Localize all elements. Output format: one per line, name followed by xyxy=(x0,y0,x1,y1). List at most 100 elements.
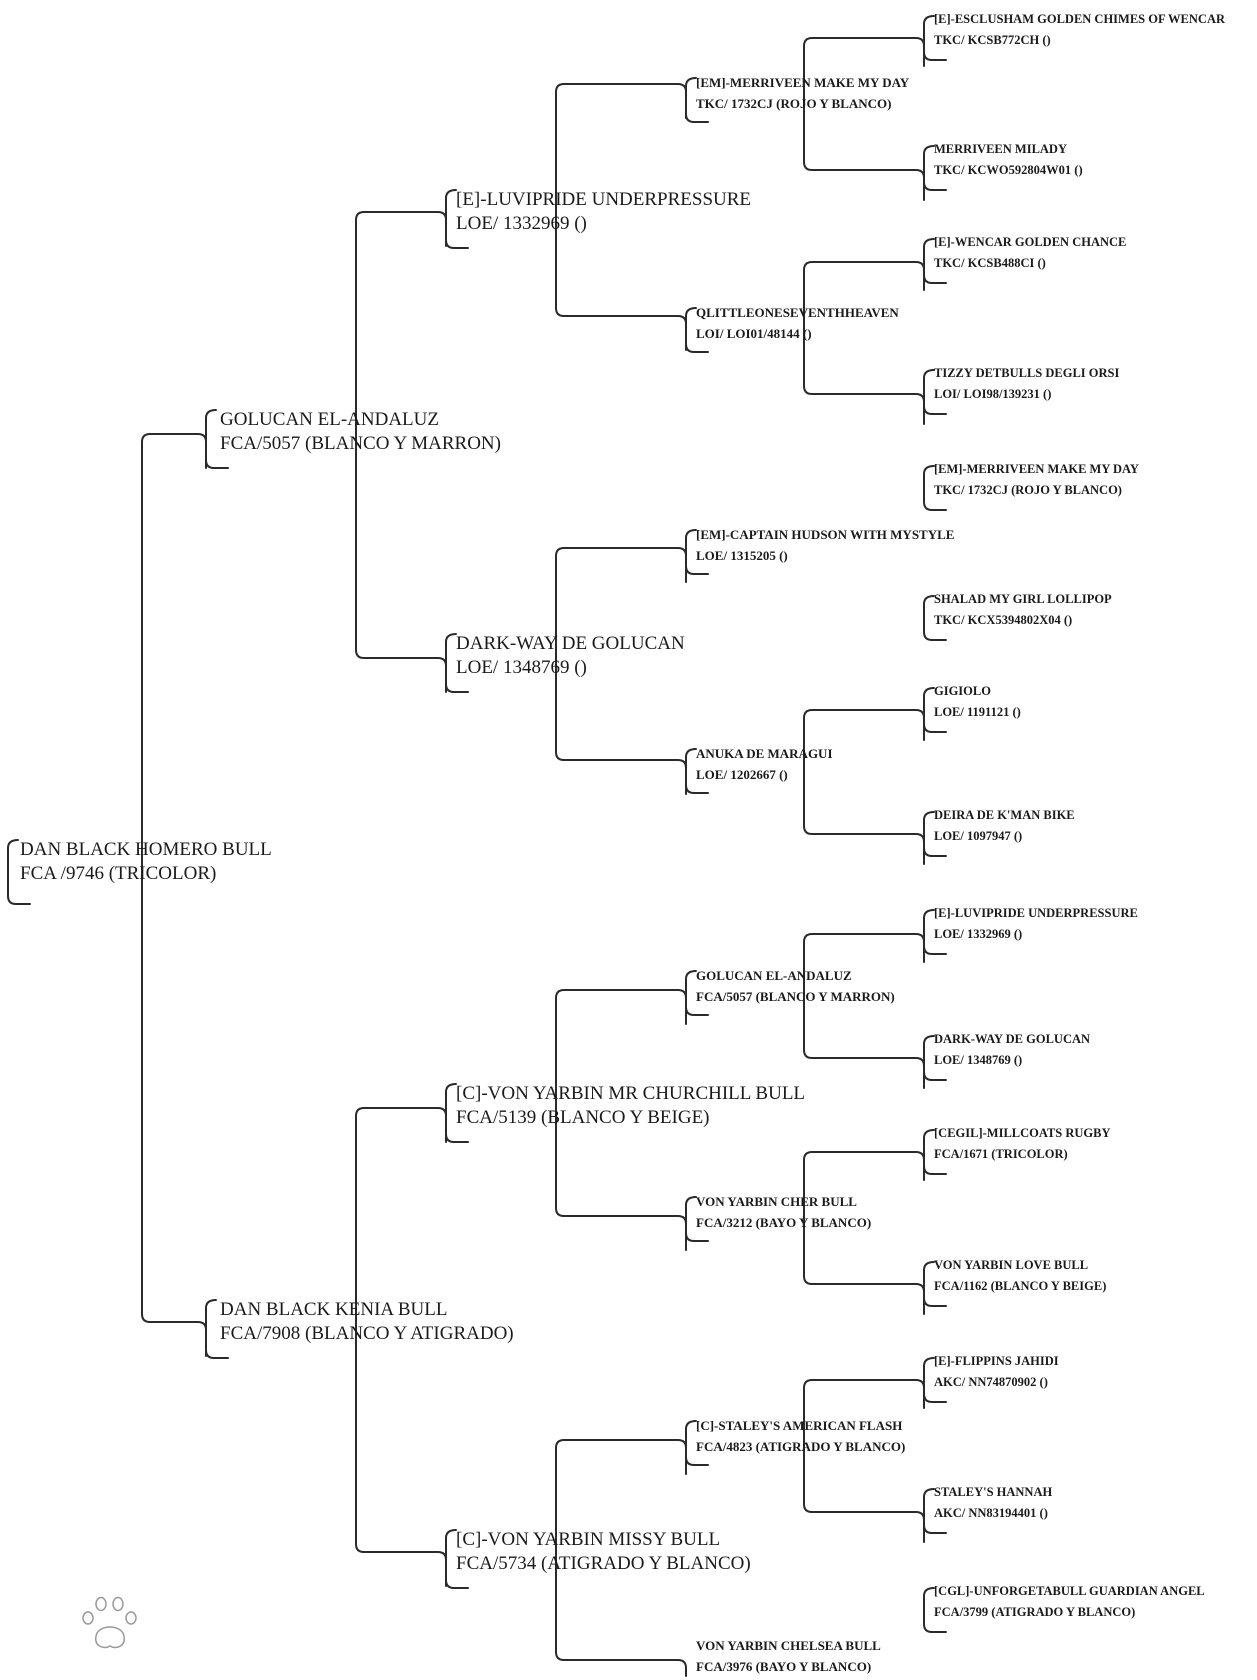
great-grandparent-registration: LOE/ 1202667 () xyxy=(696,767,788,783)
ancestor-registration: TKC/ KCSB772CH () xyxy=(934,32,1051,47)
ancestor-registration: LOE/ 1191121 () xyxy=(934,704,1021,719)
ancestor-name: VON YARBIN LOVE BULL xyxy=(934,1258,1089,1272)
ancestor-registration: TKC/ KCWO592804W01 () xyxy=(934,162,1083,177)
node-frame xyxy=(685,1420,709,1466)
ancestor-name: [EM]-MERRIVEEN MAKE MY DAY xyxy=(934,462,1139,476)
connector-dam xyxy=(355,1107,447,1587)
node-frame xyxy=(685,307,709,353)
connector-ggp1 xyxy=(803,37,925,201)
dam-name: DAN BLACK KENIA BULL xyxy=(220,1299,448,1320)
great-grandparent-name: ANUKA DE MARAGUI xyxy=(696,746,833,761)
subject-dog: DAN BLACK HOMERO BULL FCA /9746 (TRICOLO… xyxy=(20,838,272,886)
ancestor-12: VON YARBIN LOVE BULL FCA/1162 (BLANCO Y … xyxy=(934,1258,1106,1294)
node-frame xyxy=(923,687,947,733)
ancestor-name: DEIRA DE K'MAN BIKE xyxy=(934,808,1075,822)
grandparent-name: DARK-WAY DE GOLUCAN xyxy=(456,633,685,654)
ancestor-1: [E]-ESCLUSHAM GOLDEN CHIMES OF WENCAR TK… xyxy=(934,12,1225,48)
dam-dog: DAN BLACK KENIA BULL FCA/7908 (BLANCO Y … xyxy=(220,1298,514,1346)
ancestor-registration: TKC/ KCSB488CI () xyxy=(934,255,1046,270)
ancestor-registration: FCA/3799 (ATIGRADO Y BLANCO) xyxy=(934,1604,1136,1619)
grandparent-1: [E]-LUVIPRIDE UNDERPRESSURE LOE/ 1332969… xyxy=(456,188,751,236)
dam-registration: FCA/7908 (BLANCO Y ATIGRADO) xyxy=(220,1322,514,1344)
ancestor-name: MERRIVEEN MILADY xyxy=(934,142,1067,156)
great-grandparent-registration: FCA/5057 (BLANCO Y MARRON) xyxy=(696,989,895,1005)
sire-name: GOLUCAN EL-ANDALUZ xyxy=(220,409,439,430)
grandparent-name: [C]-VON YARBIN MR CHURCHILL BULL xyxy=(456,1083,806,1104)
grandparent-registration: FCA/5734 (ATIGRADO Y BLANCO) xyxy=(456,1552,751,1574)
node-frame xyxy=(445,633,469,693)
ancestor-registration: TKC/ KCX5394802X04 () xyxy=(934,612,1073,627)
ancestor-11: [CEGIL]-MILLCOATS RUGBY FCA/1671 (TRICOL… xyxy=(934,1126,1111,1162)
great-grandparent-registration: FCA/3212 (BAYO Y BLANCO) xyxy=(696,1215,872,1231)
node-frame xyxy=(7,839,31,905)
ancestor-registration: LOE/ 1097947 () xyxy=(934,828,1023,843)
ancestor-6: SHALAD MY GIRL LOLLIPOP TKC/ KCX5394802X… xyxy=(934,592,1112,628)
great-grandparent-registration: TKC/ 1732CJ (ROJO Y BLANCO) xyxy=(696,96,892,112)
node-frame xyxy=(685,970,709,1016)
node-frame xyxy=(923,909,947,955)
node-frame xyxy=(685,1196,709,1242)
ancestor-registration: AKC/ NN83194401 () xyxy=(934,1505,1048,1520)
ancestor-name: STALEY'S HANNAH xyxy=(934,1485,1053,1499)
node-frame xyxy=(685,529,709,575)
ancestor-14: STALEY'S HANNAH AKC/ NN83194401 () xyxy=(934,1485,1052,1521)
node-frame xyxy=(923,369,947,415)
ancestor-registration: FCA/1671 (TRICOLOR) xyxy=(934,1146,1068,1161)
great-grandparent-registration: FCA/4823 (ATIGRADO Y BLANCO) xyxy=(696,1439,906,1455)
node-frame xyxy=(923,15,947,61)
ancestor-15: [CGL]-UNFORGETABULL GUARDIAN ANGEL FCA/3… xyxy=(934,1584,1205,1620)
ancestor-name: [CEGIL]-MILLCOATS RUGBY xyxy=(934,1126,1111,1140)
node-frame xyxy=(923,238,947,284)
great-grandparent-name: [EM]-CAPTAIN HUDSON WITH MYSTYLE xyxy=(696,527,955,542)
node-frame xyxy=(923,1357,947,1403)
ancestor-name: [E]-FLIPPINS JAHIDI xyxy=(934,1354,1059,1368)
connector-ggp4 xyxy=(803,709,925,865)
great-grandparent-3: [EM]-CAPTAIN HUDSON WITH MYSTYLE LOE/ 13… xyxy=(696,527,954,565)
ancestor-3: [E]-WENCAR GOLDEN CHANCE TKC/ KCSB488CI … xyxy=(934,235,1126,271)
node-frame xyxy=(685,748,709,794)
connector-ggp6 xyxy=(803,1151,925,1315)
node-frame xyxy=(923,1488,947,1534)
great-grandparent-1: [EM]-MERRIVEEN MAKE MY DAY TKC/ 1732CJ (… xyxy=(696,75,909,113)
sire-dog: GOLUCAN EL-ANDALUZ FCA/5057 (BLANCO Y MA… xyxy=(220,408,501,456)
paw-print-icon xyxy=(82,1596,137,1649)
ancestor-name: DARK-WAY DE GOLUCAN xyxy=(934,1032,1091,1046)
ancestor-10: DARK-WAY DE GOLUCAN LOE/ 1348769 () xyxy=(934,1032,1090,1068)
ancestor-name: TIZZY DETBULLS DEGLI ORSI xyxy=(934,366,1120,380)
grandparent-name: [E]-LUVIPRIDE UNDERPRESSURE xyxy=(456,189,752,210)
grandparent-2: DARK-WAY DE GOLUCAN LOE/ 1348769 () xyxy=(456,632,685,680)
node-frame xyxy=(923,465,947,511)
ancestor-registration: LOE/ 1332969 () xyxy=(934,926,1023,941)
connector-subject xyxy=(141,433,207,1357)
great-grandparent-7: [C]-STALEY'S AMERICAN FLASH FCA/4823 (AT… xyxy=(696,1418,905,1456)
sire-registration: FCA/5057 (BLANCO Y MARRON) xyxy=(220,432,501,454)
ancestor-name: [CGL]-UNFORGETABULL GUARDIAN ANGEL xyxy=(934,1584,1205,1598)
subject-registration: FCA /9746 (TRICOLOR) xyxy=(20,862,217,884)
great-grandparent-6: VON YARBIN CHER BULL FCA/3212 (BAYO Y BL… xyxy=(696,1194,871,1232)
grandparent-4: [C]-VON YARBIN MISSY BULL FCA/5734 (ATIG… xyxy=(456,1528,751,1576)
node-frame xyxy=(923,1587,947,1633)
node-frame xyxy=(923,595,947,641)
ancestor-name: [E]-LUVIPRIDE UNDERPRESSURE xyxy=(934,906,1138,920)
ancestor-8: DEIRA DE K'MAN BIKE LOE/ 1097947 () xyxy=(934,808,1075,844)
connector-ggp5 xyxy=(803,933,925,1089)
connector-ggp2 xyxy=(803,261,925,425)
ancestor-5: [EM]-MERRIVEEN MAKE MY DAY TKC/ 1732CJ (… xyxy=(934,462,1139,498)
node-frame xyxy=(923,1261,947,1307)
node-frame xyxy=(445,1529,469,1589)
node-frame xyxy=(685,77,709,123)
node-frame xyxy=(445,1083,469,1143)
node-frame xyxy=(923,1129,947,1175)
ancestor-registration: LOE/ 1348769 () xyxy=(934,1052,1023,1067)
node-frame xyxy=(205,409,229,469)
great-grandparent-registration: LOI/ LOI01/48144 () xyxy=(696,326,812,342)
grandparent-name: [C]-VON YARBIN MISSY BULL xyxy=(456,1529,721,1550)
grandparent-registration: LOE/ 1332969 () xyxy=(456,212,587,234)
ancestor-name: GIGIOLO xyxy=(934,684,991,698)
node-frame xyxy=(923,145,947,191)
ancestor-13: [E]-FLIPPINS JAHIDI AKC/ NN74870902 () xyxy=(934,1354,1059,1390)
great-grandparent-8: VON YARBIN CHELSEA BULL FCA/3976 (BAYO Y… xyxy=(696,1638,881,1676)
grandparent-registration: FCA/5139 (BLANCO Y BEIGE) xyxy=(456,1106,710,1128)
great-grandparent-name: GOLUCAN EL-ANDALUZ xyxy=(696,968,852,983)
great-grandparent-5: GOLUCAN EL-ANDALUZ FCA/5057 (BLANCO Y MA… xyxy=(696,968,895,1006)
